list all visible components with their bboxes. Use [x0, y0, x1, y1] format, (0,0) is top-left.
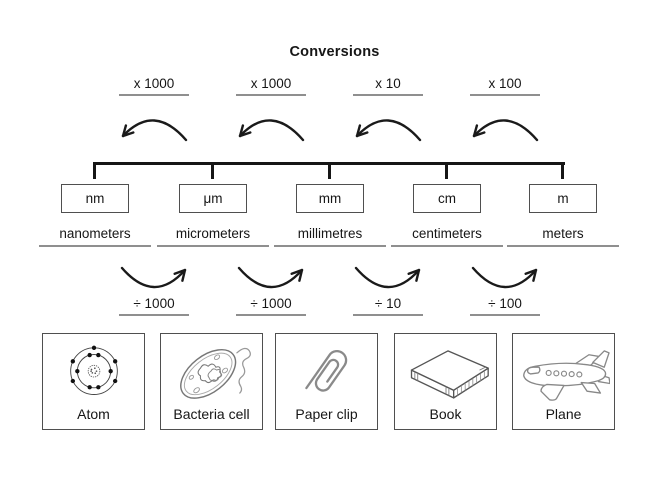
example-label: Paper clip	[295, 406, 358, 422]
unit-abbr: cm	[438, 191, 456, 206]
bracket-tick	[328, 162, 331, 179]
multiply-factor-label: x 1000	[119, 76, 189, 96]
multiply-factor-label: x 10	[353, 76, 423, 96]
page-title: Conversions	[289, 44, 380, 60]
example-box-atom: Atom	[42, 333, 145, 430]
example-picture	[395, 334, 496, 407]
unit-abbr: nm	[85, 191, 105, 206]
example-label: Book	[429, 406, 462, 422]
unit-abbr: mm	[318, 191, 342, 206]
multiply-factor-label: x 1000	[236, 76, 306, 96]
unit-abbr: μm	[203, 191, 223, 206]
curved-arrow-right-icon	[237, 266, 304, 289]
unit-name-nanometers: nanometers	[39, 226, 151, 247]
multiply-factor-label: x 100	[470, 76, 540, 96]
curved-arrow-left-icon	[121, 119, 188, 142]
divide-factor-label: ÷ 1000	[119, 296, 189, 316]
curved-arrow-right-icon	[354, 266, 421, 289]
unit-box-nm: nm	[61, 184, 129, 213]
plane-icon	[522, 349, 610, 401]
curved-arrow-right-icon	[120, 266, 187, 289]
curved-arrow-left-icon	[238, 119, 305, 142]
bracket-tick	[561, 162, 564, 179]
unit-abbr: m	[557, 191, 569, 206]
example-label: Bacteria cell	[173, 406, 250, 422]
unit-name-millimetres: millimetres	[274, 226, 386, 247]
example-box-plane: Plane	[512, 333, 615, 430]
example-box-paper-clip: Paper clip	[275, 333, 378, 430]
paper-clip-icon	[304, 349, 347, 392]
unit-box-m: m	[529, 184, 597, 213]
example-picture	[43, 334, 144, 407]
example-picture	[276, 334, 377, 407]
bracket-tick	[445, 162, 448, 179]
example-box-book: Book	[394, 333, 497, 430]
example-box-bacteria-cell: Bacteria cell	[160, 333, 263, 430]
unit-name-micrometers: micrometers	[157, 226, 269, 247]
example-picture	[513, 334, 614, 407]
example-label: Plane	[545, 406, 582, 422]
book-icon	[410, 349, 489, 399]
curved-arrow-right-icon	[471, 266, 538, 289]
bacteria-cell-icon	[179, 347, 251, 399]
bracket-tick	[93, 162, 96, 179]
unit-box-mm: mm	[296, 184, 364, 213]
divide-factor-label: ÷ 100	[470, 296, 540, 316]
unit-name-centimeters: centimeters	[391, 226, 503, 247]
divide-factor-label: ÷ 1000	[236, 296, 306, 316]
divide-factor-label: ÷ 10	[353, 296, 423, 316]
example-label: Atom	[77, 406, 110, 422]
unit-box-cm: cm	[413, 184, 481, 213]
bracket-tick	[211, 162, 214, 179]
unit-name-meters: meters	[507, 226, 619, 247]
curved-arrow-left-icon	[355, 119, 422, 142]
example-picture	[161, 334, 262, 407]
atom-icon	[69, 345, 118, 395]
unit-box-um: μm	[179, 184, 247, 213]
curved-arrow-left-icon	[472, 119, 539, 142]
